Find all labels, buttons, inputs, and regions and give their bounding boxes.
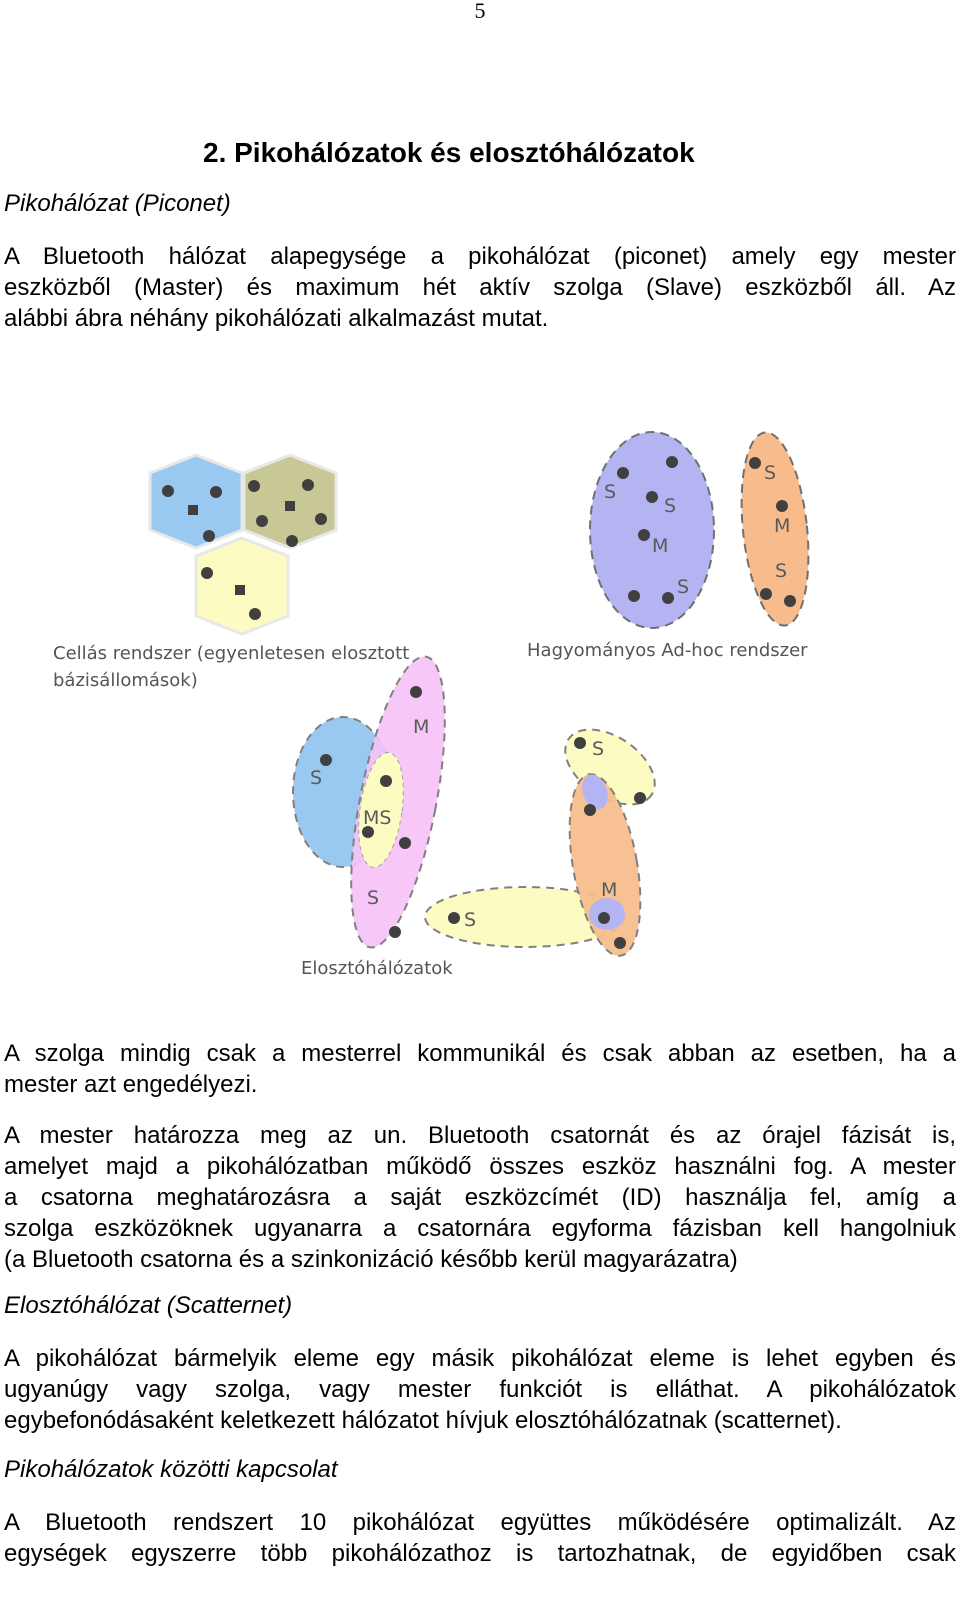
section-heading: 2. Pikohálózatok és elosztóhálózatok <box>203 137 695 168</box>
slave-label: S <box>464 909 476 931</box>
device-dot <box>389 926 401 938</box>
device-dot <box>628 590 640 602</box>
base-station-square <box>188 505 198 515</box>
piconet-figure: Cellás rendszer (egyenletesen elosztott … <box>53 431 810 979</box>
device-dot <box>666 456 678 468</box>
device-dot <box>256 515 268 527</box>
device-dot <box>784 595 796 607</box>
device-dot <box>249 608 261 620</box>
subheading-piconet-connection: Pikohálózatok közötti kapcsolat <box>4 1456 338 1483</box>
slave-label: S <box>664 495 676 517</box>
master-label: M <box>601 879 617 901</box>
scatternet-right-diagram: S S M <box>424 728 656 957</box>
paragraph-master-channel: A mester határozza meg az un. Bluetooth … <box>4 1120 956 1275</box>
device-dot <box>776 500 788 512</box>
device-dot <box>201 567 213 579</box>
slave-label: S <box>592 738 604 760</box>
caption-scatternet: Elosztóhálózatok <box>301 958 453 979</box>
device-dot <box>399 837 411 849</box>
caption-cellular-line2: bázisállomások) <box>53 670 198 691</box>
paragraph-line: a csatorna meghatározásra a saját eszköz… <box>4 1184 956 1211</box>
paragraph-line: szolga eszközöknek ugyanarra a csatornár… <box>4 1215 956 1242</box>
adhoc-system-diagram: S S M S S M S Hagyományos Ad-hoc rendsze… <box>527 431 810 661</box>
device-dot <box>574 737 586 749</box>
device-dot <box>448 912 460 924</box>
paragraph-line: A pikohálózat bármelyik eleme egy másik … <box>4 1345 956 1372</box>
paragraph-line: eszközből (Master) és maximum hét aktív … <box>4 274 956 301</box>
device-dot <box>162 485 174 497</box>
piconet-ellipse-orange <box>740 431 810 627</box>
device-dot <box>646 491 658 503</box>
paragraph-line: (a Bluetooth csatorna és a szinkonizáció… <box>4 1246 738 1273</box>
device-dot <box>210 486 222 498</box>
master-label: M <box>413 716 429 738</box>
master-label: M <box>774 515 790 537</box>
page-number: 5 <box>474 0 486 23</box>
master-slave-label: MS <box>363 807 391 829</box>
piconet-ellipse-lavender <box>589 431 715 629</box>
device-dot <box>584 804 596 816</box>
paragraph-intro: A Bluetooth hálózat alapegysége a pikohá… <box>4 241 956 334</box>
overlap-region-yellow <box>358 751 404 869</box>
slave-label: S <box>604 481 616 503</box>
master-label: M <box>652 535 668 557</box>
overlap-region-lavender <box>582 774 608 810</box>
slave-label: S <box>367 887 379 909</box>
caption-cellular-line1: Cellás rendszer (egyenletesen elosztott <box>53 643 409 664</box>
device-dot <box>598 912 610 924</box>
device-dot <box>614 937 626 949</box>
cell-hexagon-blue <box>148 453 244 550</box>
paragraph-line: amelyet majd a pikohálózatban működő öss… <box>4 1153 956 1180</box>
slave-label: S <box>775 560 787 582</box>
slave-label: S <box>310 767 322 789</box>
paragraph-piconet-connection: A Bluetooth rendszert 10 pikohálózat egy… <box>4 1507 956 1569</box>
base-station-square <box>285 501 295 511</box>
device-dot <box>617 467 629 479</box>
slave-label: S <box>677 576 689 598</box>
device-dot <box>634 792 646 804</box>
device-dot <box>302 479 314 491</box>
slave-label: S <box>764 462 776 484</box>
device-dot <box>410 686 422 698</box>
paragraph-line: alábbi ábra néhány pikohálózati alkalmaz… <box>4 305 549 332</box>
scatternet-left-diagram: S M MS S Elosztóhálózatok <box>292 655 453 979</box>
paragraph-line: mester azt engedélyezi. <box>4 1071 258 1098</box>
device-dot <box>638 529 650 541</box>
device-dot <box>662 592 674 604</box>
device-dot <box>760 588 772 600</box>
device-dot <box>203 530 215 542</box>
caption-adhoc: Hagyományos Ad-hoc rendszer <box>527 640 808 661</box>
subheading-scatternet: Elosztóhálózat (Scatternet) <box>4 1292 293 1319</box>
device-dot <box>749 457 761 469</box>
paragraph-scatternet: A pikohálózat bármelyik eleme egy másik … <box>4 1343 956 1436</box>
paragraph-line: egybefonódásaként keletkezett hálózatot … <box>4 1407 842 1434</box>
paragraph-slave-communication: A szolga mindig csak a mesterrel kommuni… <box>4 1038 956 1100</box>
paragraph-line: A Bluetooth hálózat alapegysége a pikohá… <box>4 243 956 270</box>
paragraph-line: A szolga mindig csak a mesterrel kommuni… <box>4 1040 956 1067</box>
device-dot <box>248 480 260 492</box>
subheading-piconet: Pikohálózat (Piconet) <box>4 190 231 217</box>
cellular-system-diagram: Cellás rendszer (egyenletesen elosztott … <box>53 453 409 691</box>
paragraph-line: egységek egyszerre több pikohálózathoz i… <box>4 1540 956 1567</box>
device-dot <box>320 754 332 766</box>
paragraph-line: ugyanúgy vagy szolga, vagy mester funkci… <box>4 1376 956 1403</box>
paragraph-line: A Bluetooth rendszert 10 pikohálózat egy… <box>4 1509 956 1536</box>
base-station-square <box>235 585 245 595</box>
device-dot <box>315 513 327 525</box>
paragraph-line: A mester határozza meg az un. Bluetooth … <box>4 1122 956 1149</box>
device-dot <box>362 826 374 838</box>
device-dot <box>380 775 392 787</box>
device-dot <box>286 535 298 547</box>
